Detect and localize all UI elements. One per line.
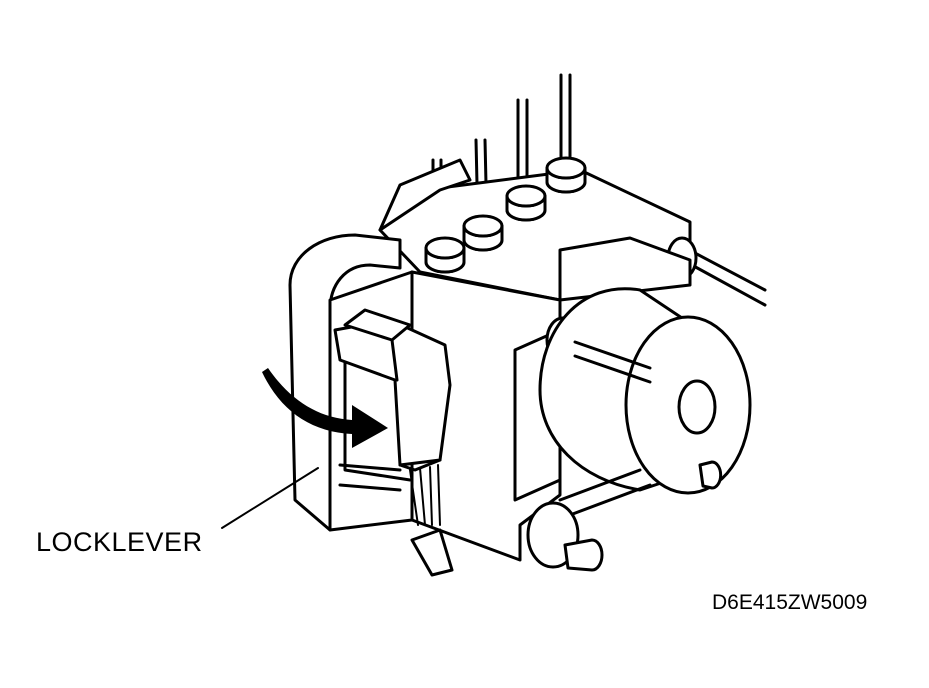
pump-motor [538,236,752,495]
direction-arrow [262,368,388,448]
electrical-connector [333,308,452,472]
figure-code-label: D6E415ZW5009 [712,591,868,614]
wiring-harness [409,464,454,577]
lock-lever-label: LOCKLEVER [36,527,203,557]
mounting-bolts [526,460,723,572]
lock-lever-leader-line [221,467,319,529]
